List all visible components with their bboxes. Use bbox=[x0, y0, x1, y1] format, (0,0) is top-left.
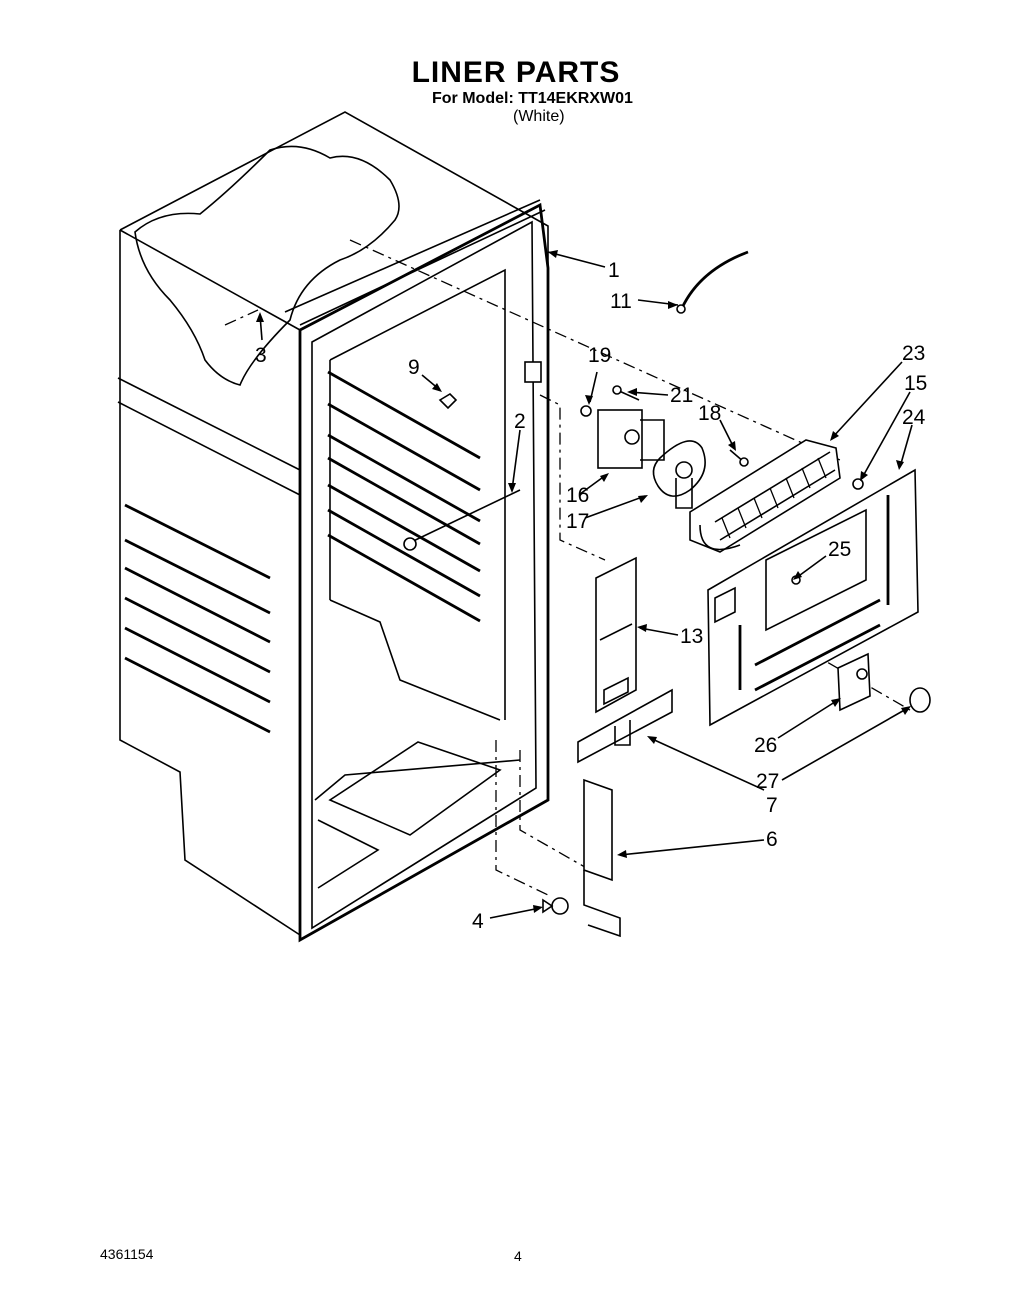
page-number: 4 bbox=[514, 1248, 522, 1264]
callout-23: 23 bbox=[902, 342, 925, 365]
part-11-wire bbox=[680, 250, 749, 309]
part-7-baffle bbox=[577, 688, 673, 764]
callout-24: 24 bbox=[902, 406, 926, 429]
callout-2: 2 bbox=[514, 410, 526, 433]
model-color: (White) bbox=[513, 108, 565, 125]
model-number: For Model: TT14EKRXW01 bbox=[432, 90, 633, 107]
callout-25: 25 bbox=[828, 538, 851, 561]
callout-7: 7 bbox=[766, 794, 778, 817]
page-title: LINER PARTS bbox=[411, 56, 621, 89]
callout-15: 15 bbox=[904, 372, 927, 395]
callout-26: 26 bbox=[754, 734, 777, 757]
part-4-thermostat bbox=[542, 897, 569, 915]
leader-lines bbox=[256, 250, 913, 919]
part-13-air-duct bbox=[595, 556, 637, 714]
callout-13: 13 bbox=[680, 625, 703, 648]
callout-11: 11 bbox=[610, 290, 632, 313]
cabinet-liner bbox=[117, 111, 550, 943]
callout-4: 4 bbox=[472, 910, 484, 933]
part-6-duct bbox=[583, 778, 621, 938]
part-24-evaporator-cover bbox=[707, 468, 919, 727]
callout-9: 9 bbox=[408, 356, 420, 379]
callout-27: 27 bbox=[756, 770, 779, 793]
part-27-plug bbox=[909, 687, 931, 713]
part-26-plate bbox=[837, 652, 871, 712]
callout-19: 19 bbox=[588, 344, 611, 367]
document-number: 4361154 bbox=[100, 1246, 154, 1262]
callout-21: 21 bbox=[670, 384, 693, 407]
callout-1: 1 bbox=[608, 259, 620, 282]
callout-17: 17 bbox=[566, 510, 589, 533]
callout-16: 16 bbox=[566, 484, 589, 507]
part-23-shroud bbox=[689, 439, 841, 553]
callout-labels: 1 11 3 9 19 21 18 23 15 24 2 16 17 25 13… bbox=[255, 259, 927, 933]
callout-6: 6 bbox=[766, 828, 778, 851]
callout-3: 3 bbox=[255, 344, 267, 367]
callout-18: 18 bbox=[698, 402, 721, 425]
fan-motor-assembly bbox=[580, 385, 706, 509]
part-15-screw bbox=[852, 478, 864, 490]
